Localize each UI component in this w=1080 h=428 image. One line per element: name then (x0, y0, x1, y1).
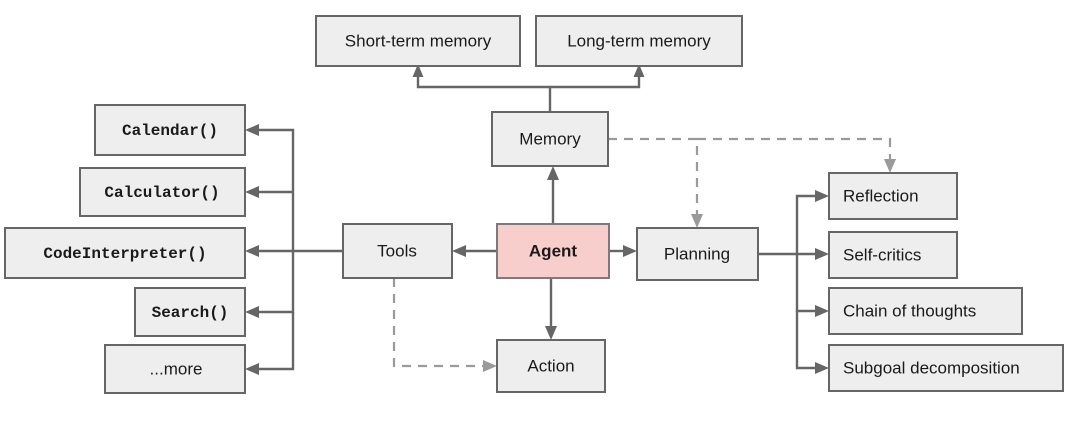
node-tool-more-label: ...more (150, 359, 203, 378)
edge-agent-to-planning (609, 245, 637, 257)
node-tool-search-label: Search() (152, 304, 229, 322)
node-tool-search[interactable]: Search() (134, 287, 246, 337)
node-tool-code-interpreter-box[interactable] (4, 227, 246, 279)
node-planning-label: Planning (664, 244, 730, 263)
edge-memory-to-long-term (550, 64, 645, 89)
node-long-term-memory[interactable]: Long-term memory (535, 15, 743, 67)
edge-tools-to-tool-list (245, 124, 343, 375)
node-planning-box[interactable] (636, 227, 759, 281)
node-tool-code-interpreter[interactable]: CodeInterpreter() (4, 227, 246, 279)
node-short-term-memory-box[interactable] (315, 15, 521, 67)
node-tool-code-interpreter-label: CodeInterpreter() (43, 245, 206, 263)
node-strategy-subgoal-decomposition-label: Subgoal decomposition (843, 358, 1020, 377)
node-tools-box[interactable] (342, 223, 453, 279)
node-strategy-self-critics-box[interactable] (828, 231, 958, 279)
node-memory-box[interactable] (491, 111, 609, 167)
node-tool-more-box[interactable] (104, 344, 246, 394)
node-strategy-chain-of-thoughts[interactable]: Chain of thoughts (828, 287, 1023, 335)
node-tool-calendar-label: Calendar() (122, 122, 218, 140)
node-strategy-self-critics[interactable]: Self-critics (828, 231, 958, 279)
edge-agent-to-memory (547, 166, 559, 224)
node-agent-box[interactable] (496, 223, 610, 279)
edge-agent-to-action (545, 278, 557, 340)
node-agent-label: Agent (529, 241, 578, 260)
node-memory[interactable]: Memory (491, 111, 609, 167)
edge-layer (245, 64, 896, 375)
node-strategy-subgoal-decomposition[interactable]: Subgoal decomposition (828, 344, 1064, 392)
node-strategy-chain-of-thoughts-box[interactable] (828, 287, 1023, 335)
node-memory-label: Memory (519, 129, 581, 148)
node-long-term-memory-box[interactable] (535, 15, 743, 67)
node-strategy-chain-of-thoughts-label: Chain of thoughts (843, 301, 976, 320)
edge-agent-to-tools (452, 245, 497, 257)
edge-memory-to-planning-dashed (608, 137, 703, 228)
node-strategy-self-critics-label: Self-critics (843, 245, 921, 264)
node-tool-calculator[interactable]: Calculator() (79, 167, 246, 217)
node-action[interactable]: Action (496, 339, 606, 393)
edge-memory-to-short-term (412, 64, 552, 112)
node-tools-label: Tools (377, 241, 417, 260)
node-agent[interactable]: Agent (496, 223, 610, 279)
node-short-term-memory[interactable]: Short-term memory (315, 15, 521, 67)
node-strategy-reflection-label: Reflection (843, 186, 919, 205)
node-strategy-subgoal-decomposition-box[interactable] (828, 344, 1064, 392)
node-tool-calendar-box[interactable] (94, 104, 246, 156)
node-action-label: Action (527, 356, 574, 375)
node-strategy-reflection-box[interactable] (828, 172, 958, 220)
node-strategy-reflection[interactable]: Reflection (828, 172, 958, 220)
edge-tools-to-action-dashed (392, 278, 497, 372)
node-tool-more[interactable]: ...more (104, 344, 246, 394)
node-short-term-memory-label: Short-term memory (345, 31, 492, 50)
edge-memory-to-reflection-dashed (697, 137, 896, 173)
node-action-box[interactable] (496, 339, 606, 393)
node-tool-calculator-box[interactable] (79, 167, 246, 217)
node-tool-calendar[interactable]: Calendar() (94, 104, 246, 156)
node-tool-search-box[interactable] (134, 287, 246, 337)
node-long-term-memory-label: Long-term memory (567, 31, 711, 50)
node-tool-calculator-label: Calculator() (104, 184, 219, 202)
edge-planning-to-strategies (758, 190, 829, 374)
node-layer: Short-term memory Long-term memory Memor… (4, 15, 1064, 394)
node-planning[interactable]: Planning (636, 227, 759, 281)
node-tools[interactable]: Tools (342, 223, 453, 279)
